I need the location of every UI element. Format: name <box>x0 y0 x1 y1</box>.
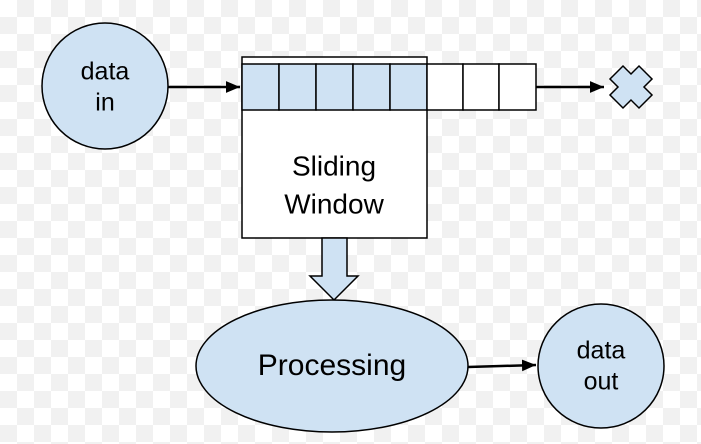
data-buffer <box>241 63 537 111</box>
processing-node: Processing <box>195 299 469 433</box>
buffer-cell-empty <box>462 63 500 111</box>
down-arrow-window-to-processing <box>308 237 360 302</box>
data-in-label-line1: data <box>81 58 130 86</box>
data-out-label-line1: data <box>577 337 626 365</box>
buffer-cell-filled <box>352 63 391 111</box>
data-out-node: data out <box>537 303 665 429</box>
cross-icon <box>608 64 654 110</box>
processing-label: Processing <box>258 349 406 382</box>
buffer-cell-empty <box>426 63 464 111</box>
data-out-label-line2: out <box>584 368 619 396</box>
data-in-circle <box>41 22 169 150</box>
buffer-cell-filled <box>389 63 428 111</box>
buffer-cell-filled <box>315 63 354 111</box>
window-label-line2: Window <box>284 188 384 219</box>
buffer-cell-filled <box>278 63 317 111</box>
buffer-cell-filled <box>241 63 280 111</box>
data-out-circle <box>537 303 665 429</box>
data-in-node: data in <box>41 22 169 150</box>
window-label-line1: Sliding <box>292 150 376 181</box>
data-in-label-line2: in <box>95 89 114 117</box>
arrow-processing-to-output <box>467 359 537 372</box>
buffer-cell-empty <box>498 63 537 111</box>
